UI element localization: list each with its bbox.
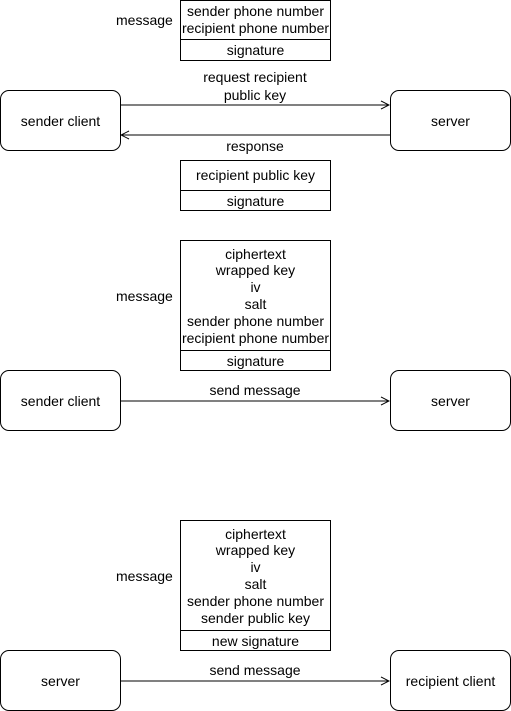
field-salt: salt [244,296,267,312]
request-label-line2: public key [223,87,287,103]
field-iv: iv [250,559,261,576]
send-message-label-1: send message [209,382,301,398]
sender-client-node-1: sender client [0,90,121,151]
forwarded-message-box: ciphertext wrapped key iv salt sender ph… [180,520,331,651]
field-wrapped-key: wrapped key [215,542,296,559]
new-signature-field: new signature [181,630,330,650]
sender-client-node-2: sender client [0,370,121,431]
message-label-3: message [116,568,173,584]
field-recipient-phone: recipient phone number [181,329,330,346]
field-ciphertext: ciphertext [225,245,286,262]
server-node-2: server [390,370,511,431]
response-label: response [226,138,284,154]
recipient-client-node: recipient client [390,650,511,711]
server-node-1: server [390,90,511,151]
signature-field: signature [181,39,330,60]
signature-field: signature [181,190,330,210]
encrypted-message-box: ciphertext wrapped key iv salt sender ph… [180,240,331,371]
field-ciphertext: ciphertext [225,525,286,542]
server-node-3: server [0,650,121,711]
signature-field: signature [181,350,330,370]
response-message-fields: recipient public key [181,161,330,190]
request-message-fields: sender phone number recipient phone numb… [181,1,330,39]
field-sender-phone: sender phone number [187,3,324,20]
message-label-2: message [116,288,173,304]
field-sender-public-key: sender public key [201,609,310,626]
message-label-1: message [116,12,173,28]
forwarded-message-fields: ciphertext wrapped key iv salt sender ph… [181,521,330,630]
field-wrapped-key: wrapped key [215,262,296,279]
encrypted-message-fields: ciphertext wrapped key iv salt sender ph… [181,241,330,350]
field-recipient-phone: recipient phone number [181,20,330,36]
field-iv: iv [250,279,261,296]
request-message-box: sender phone number recipient phone numb… [180,0,331,61]
request-label: request recipient public key [185,68,325,104]
field-recipient-public-key: recipient public key [195,167,316,184]
field-sender-phone: sender phone number [187,312,324,329]
send-message-label-2: send message [209,662,301,678]
response-message-box: recipient public key signature [180,160,331,211]
field-sender-phone: sender phone number [187,592,324,609]
field-salt: salt [244,576,267,592]
request-label-line1: request recipient [203,69,307,85]
